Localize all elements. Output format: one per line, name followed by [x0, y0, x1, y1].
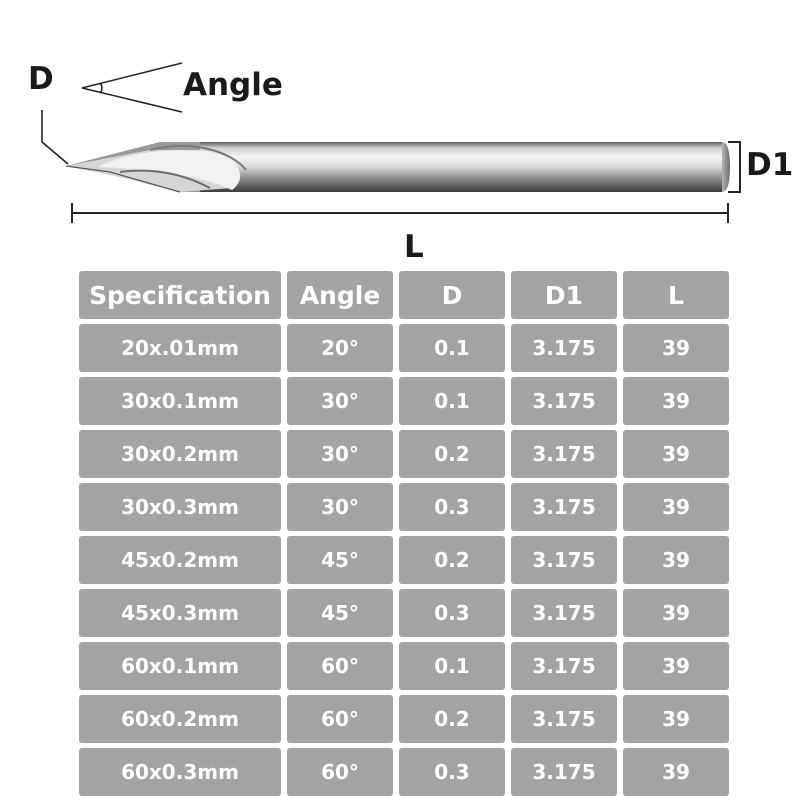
cell-d1: 3.175 — [511, 748, 617, 796]
cell-d: 0.1 — [399, 377, 505, 425]
shank — [190, 142, 730, 192]
angle-symbol-icon — [81, 62, 183, 113]
cell-l: 39 — [623, 748, 729, 796]
header-d: D — [399, 271, 505, 319]
cell-d: 0.3 — [399, 589, 505, 637]
d1-label: D1 — [746, 147, 794, 183]
l-label: L — [404, 229, 424, 265]
cell-specification: 60x0.1mm — [79, 642, 281, 690]
cell-l: 39 — [623, 642, 729, 690]
cell-d: 0.1 — [399, 642, 505, 690]
cell-angle: 45° — [287, 589, 393, 637]
d-label: D — [28, 61, 54, 97]
cell-specification: 30x0.2mm — [79, 430, 281, 478]
header-angle: Angle — [287, 271, 393, 319]
cell-d: 0.2 — [399, 430, 505, 478]
cutting-tip — [65, 142, 247, 193]
angle-label: Angle — [183, 67, 283, 103]
cell-l: 39 — [623, 377, 729, 425]
cell-l: 39 — [623, 589, 729, 637]
cell-l: 39 — [623, 695, 729, 743]
engraving-bit-illustration — [41, 62, 741, 223]
l-dimension-line — [71, 203, 729, 223]
cell-d1: 3.175 — [511, 536, 617, 584]
cell-d1: 3.175 — [511, 377, 617, 425]
cell-d1: 3.175 — [511, 642, 617, 690]
cell-angle: 30° — [287, 377, 393, 425]
cell-l: 39 — [623, 483, 729, 531]
cell-d1: 3.175 — [511, 324, 617, 372]
cell-specification: 30x0.1mm — [79, 377, 281, 425]
cell-angle: 60° — [287, 695, 393, 743]
header-specification: Specification — [79, 271, 281, 319]
cell-d: 0.3 — [399, 483, 505, 531]
d-leader-line — [41, 110, 69, 165]
cell-d1: 3.175 — [511, 483, 617, 531]
cell-d1: 3.175 — [511, 430, 617, 478]
cell-d: 0.2 — [399, 536, 505, 584]
spec-table: Specification Angle D D1 L 20x.01mm 20° … — [79, 271, 729, 796]
cell-angle: 30° — [287, 483, 393, 531]
cell-specification: 60x0.3mm — [79, 748, 281, 796]
header-l: L — [623, 271, 729, 319]
cell-specification: 45x0.2mm — [79, 536, 281, 584]
cell-specification: 60x0.2mm — [79, 695, 281, 743]
cell-l: 39 — [623, 324, 729, 372]
cell-angle: 45° — [287, 536, 393, 584]
cell-l: 39 — [623, 536, 729, 584]
cell-specification: 45x0.3mm — [79, 589, 281, 637]
cell-l: 39 — [623, 430, 729, 478]
d1-bracket — [728, 141, 741, 193]
cell-d: 0.1 — [399, 324, 505, 372]
cell-d1: 3.175 — [511, 589, 617, 637]
header-d1: D1 — [511, 271, 617, 319]
tool-diagram: D Angle D1 L — [0, 0, 800, 270]
cell-d1: 3.175 — [511, 695, 617, 743]
cell-angle: 20° — [287, 324, 393, 372]
cell-angle: 60° — [287, 642, 393, 690]
cell-d: 0.3 — [399, 748, 505, 796]
cell-angle: 60° — [287, 748, 393, 796]
cell-specification: 30x0.3mm — [79, 483, 281, 531]
cell-d: 0.2 — [399, 695, 505, 743]
cell-specification: 20x.01mm — [79, 324, 281, 372]
cell-angle: 30° — [287, 430, 393, 478]
